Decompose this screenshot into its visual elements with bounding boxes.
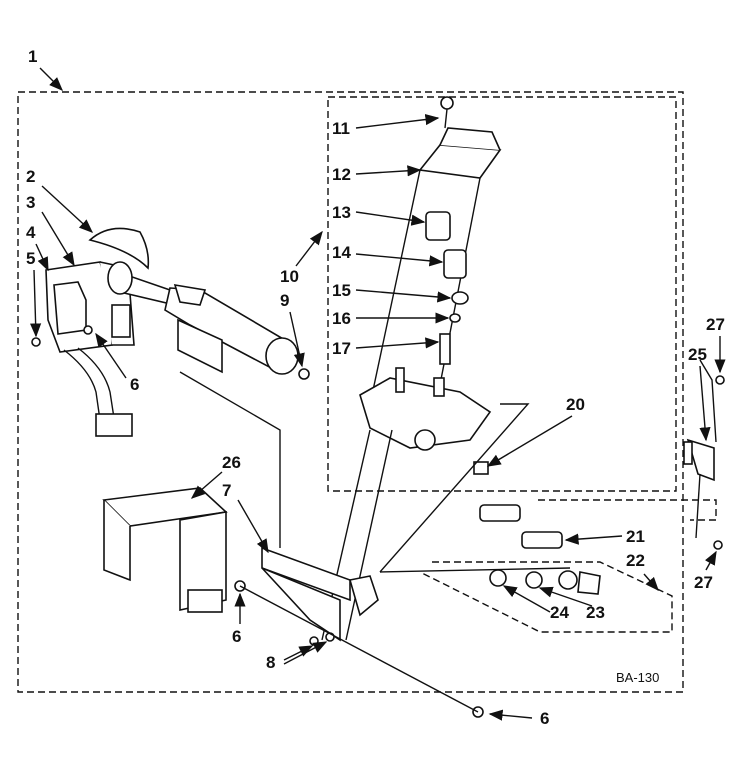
svg-text:9: 9 — [280, 291, 289, 310]
callout-2: 2 — [26, 167, 94, 233]
callout-label: 1 — [28, 47, 37, 66]
callout-3: 3 — [26, 193, 75, 267]
callout-27-top: 27 — [706, 315, 726, 374]
callout-6-middle: 6 — [232, 592, 246, 646]
svg-text:5: 5 — [26, 249, 35, 268]
callout-4: 4 — [26, 223, 49, 272]
callout-24: 24 — [502, 585, 569, 622]
svg-text:10: 10 — [280, 267, 299, 286]
callout-17: 17 — [332, 337, 440, 358]
ignitor-housing — [83, 227, 310, 380]
callout-27-bottom: 27 — [694, 550, 717, 592]
svg-text:7: 7 — [222, 481, 231, 500]
assembly-boundary — [17, 91, 684, 693]
svg-text:24: 24 — [550, 603, 569, 622]
callout-7: 7 — [222, 481, 269, 554]
svg-text:2: 2 — [26, 167, 35, 186]
callout-16: 16 — [332, 309, 450, 328]
svg-text:22: 22 — [626, 551, 645, 570]
callout-6-bottom: 6 — [488, 709, 549, 728]
subassembly-10-boundary — [327, 96, 677, 492]
svg-text:16: 16 — [332, 309, 351, 328]
svg-text:26: 26 — [222, 453, 241, 472]
svg-text:14: 14 — [332, 243, 351, 262]
callout-22: 22 — [626, 551, 659, 592]
callout-11: 11 — [332, 113, 440, 138]
svg-text:3: 3 — [26, 193, 35, 212]
burner-bracket — [234, 546, 484, 718]
callout-9: 9 — [280, 291, 305, 368]
orifice-kit — [479, 504, 601, 595]
drawing-code: BA-130 — [616, 670, 659, 685]
callout-20: 20 — [486, 395, 585, 467]
callout-5: 5 — [26, 249, 42, 338]
svg-text:17: 17 — [332, 339, 351, 358]
bracket-assembly-left — [31, 261, 135, 437]
callout-6-left: 6 — [95, 332, 139, 394]
mounting-bracket — [102, 487, 228, 613]
callout-15: 15 — [332, 281, 452, 303]
callout-26: 26 — [190, 453, 241, 499]
svg-text:27: 27 — [694, 573, 713, 592]
callout-21: 21 — [564, 527, 645, 546]
svg-text:25: 25 — [688, 345, 707, 364]
svg-text:21: 21 — [626, 527, 645, 546]
callout-10: 10 — [280, 230, 323, 286]
svg-text:27: 27 — [706, 315, 725, 334]
svg-text:12: 12 — [332, 165, 351, 184]
svg-text:13: 13 — [332, 203, 351, 222]
callout-1: 1 — [28, 47, 63, 91]
callout-23: 23 — [538, 586, 605, 622]
callout-14: 14 — [332, 243, 444, 267]
right-bracket — [683, 359, 725, 550]
gas-valve-assembly — [359, 96, 502, 475]
svg-text:23: 23 — [586, 603, 605, 622]
svg-text:15: 15 — [332, 281, 351, 300]
callout-12: 12 — [332, 165, 422, 184]
callout-25: 25 — [688, 345, 711, 442]
svg-text:11: 11 — [332, 119, 350, 138]
svg-text:8: 8 — [266, 653, 275, 672]
callout-8: 8 — [266, 641, 328, 672]
svg-text:6: 6 — [540, 709, 549, 728]
svg-text:6: 6 — [232, 627, 241, 646]
svg-text:20: 20 — [566, 395, 585, 414]
svg-text:6: 6 — [130, 375, 139, 394]
callout-13: 13 — [332, 203, 426, 226]
svg-text:4: 4 — [26, 223, 36, 242]
